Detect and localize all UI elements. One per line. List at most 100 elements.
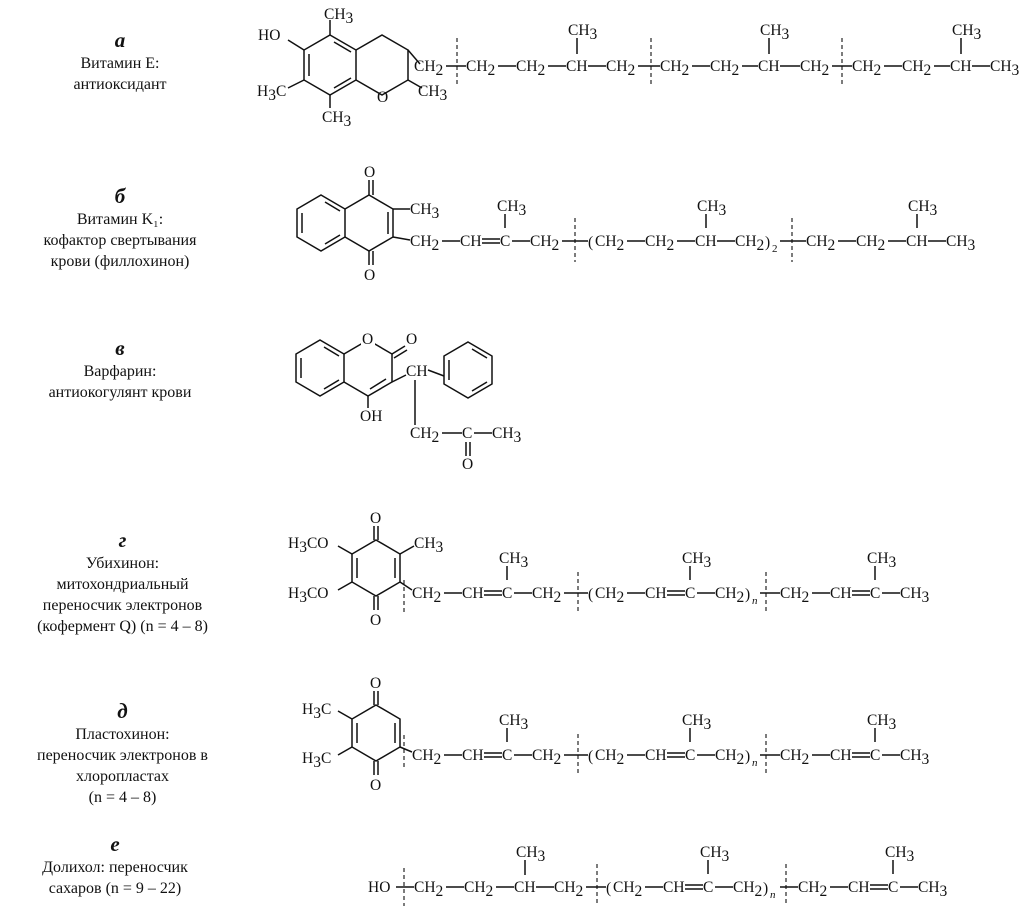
chem-label: O bbox=[370, 612, 381, 629]
chem-label: CH3 bbox=[900, 585, 930, 606]
bond bbox=[399, 581, 413, 591]
chem-label: CH2 bbox=[733, 879, 762, 900]
label-line: Витамин K₁: bbox=[76, 211, 164, 228]
chem-label: CH3 bbox=[867, 712, 897, 733]
chem-label: CH bbox=[695, 233, 717, 250]
chem-label: CH2 bbox=[856, 233, 885, 254]
chem-label: CH2 bbox=[806, 233, 835, 254]
chem-label: CH3 bbox=[682, 550, 712, 571]
chem-label: CH2 bbox=[715, 747, 744, 768]
structure-vitamin-k1: O O CH3 CH2 CH C CH3 CH2 ( CH2 CH2 CH CH… bbox=[296, 164, 976, 284]
chem-label: CH2 bbox=[660, 58, 689, 79]
structure-vitamin-e: CH3 HO H3C CH3 O CH3 CH2 CH2 CH2 CH CH3 … bbox=[257, 6, 1020, 130]
chem-label: CH3 bbox=[322, 109, 352, 130]
bond-ring bbox=[343, 339, 393, 397]
label-line: переносчик электронов в bbox=[37, 747, 208, 764]
chem-label: CH2 bbox=[516, 58, 545, 79]
chem-label: O bbox=[370, 777, 381, 794]
chem-label: CH bbox=[460, 233, 482, 250]
label-letter: а bbox=[114, 28, 126, 52]
label-line: митохондриальный bbox=[56, 576, 189, 593]
chem-label: CH3 bbox=[497, 198, 527, 219]
bond-double bbox=[333, 77, 352, 89]
label-ubiquinone: г Убихинон: митохондриальный переносчик … bbox=[10, 530, 235, 637]
label-line: Витамин E: bbox=[80, 55, 160, 72]
chem-label: O bbox=[364, 267, 375, 284]
label-line: антиоксидант bbox=[73, 76, 167, 93]
chem-label: CH bbox=[950, 58, 972, 75]
chem-label: CH3 bbox=[410, 201, 440, 222]
bond-double bbox=[471, 381, 488, 392]
label-line: крови (филлохинон) bbox=[50, 253, 190, 270]
bond bbox=[337, 710, 353, 720]
bond-double bbox=[323, 379, 340, 390]
chem-label: CH2 bbox=[852, 58, 881, 79]
chem-label: ) bbox=[765, 234, 770, 251]
label-line: Долихол: переносчик bbox=[42, 859, 188, 876]
chem-label: ( bbox=[588, 234, 593, 251]
chem-label: 2 bbox=[772, 243, 778, 255]
chem-label: CH3 bbox=[900, 747, 930, 768]
chem-label: CH bbox=[830, 747, 852, 764]
chem-label: CH2 bbox=[595, 233, 624, 254]
label-plastoquinone: д Пластохинон: переносчик электронов в х… bbox=[10, 701, 235, 808]
label-line: Убихинон: bbox=[85, 555, 160, 572]
chem-label: CH2 bbox=[800, 58, 829, 79]
chem-label: CH bbox=[462, 585, 484, 602]
label-warfarin: в Варфарин: антиокогулянт крови bbox=[20, 338, 220, 403]
chem-label: CH bbox=[406, 363, 428, 380]
chem-label: C bbox=[888, 879, 898, 896]
bond-double bbox=[333, 41, 352, 53]
chem-label: CH3 bbox=[908, 198, 938, 219]
chem-label: CH bbox=[663, 879, 685, 896]
chem-label: H3CO bbox=[288, 585, 329, 606]
bond bbox=[393, 349, 408, 359]
bond bbox=[337, 581, 353, 591]
chem-label: C bbox=[870, 747, 880, 764]
chem-label: CH2 bbox=[595, 747, 624, 768]
chem-label: CH bbox=[645, 747, 667, 764]
bond-double bbox=[323, 346, 340, 357]
chem-label: ( bbox=[588, 586, 593, 603]
chem-label: CH bbox=[645, 585, 667, 602]
chem-label: CH bbox=[906, 233, 928, 250]
label-line: кофактор свертывания bbox=[43, 232, 197, 249]
chem-label: C bbox=[502, 747, 512, 764]
label-letter: г bbox=[118, 528, 127, 552]
chem-label: C bbox=[685, 585, 695, 602]
bond bbox=[337, 545, 353, 555]
label-dolichol: е Долихол: переносчик сахаров (n = 9 – 2… bbox=[10, 834, 220, 899]
label-line: (кофермент Q) (n = 4 – 8) bbox=[37, 618, 208, 635]
bond-ring bbox=[351, 704, 401, 762]
structure-dolichol: HO CH2 CH2 CH CH3 CH2 ( CH2 CH C CH3 CH2… bbox=[368, 844, 948, 906]
chem-label: CH3 bbox=[414, 535, 444, 556]
label-line: Пластохинон: bbox=[75, 726, 170, 743]
chem-label: O bbox=[406, 331, 417, 348]
chem-label: H3C bbox=[257, 83, 286, 104]
label-line: хлоропластах bbox=[75, 768, 170, 785]
bond-ring bbox=[443, 341, 493, 399]
bond bbox=[399, 545, 415, 555]
bond bbox=[407, 79, 423, 89]
structure-plastoquinone: O O H3C H3C CH2 CH C CH3 CH2 ( CH2 CH C … bbox=[302, 675, 930, 794]
bond bbox=[287, 79, 305, 89]
chem-label: CH3 bbox=[700, 844, 730, 865]
chem-label: C bbox=[685, 747, 695, 764]
chem-label: CH2 bbox=[798, 879, 827, 900]
bond bbox=[337, 746, 353, 756]
chem-label: O bbox=[377, 89, 388, 106]
chem-label: CH3 bbox=[492, 425, 522, 446]
chem-label: CH2 bbox=[780, 585, 809, 606]
chem-label: O bbox=[462, 456, 473, 473]
chem-label: CH bbox=[848, 879, 870, 896]
label-line: переносчик электронов bbox=[42, 597, 203, 614]
chem-label: CH3 bbox=[697, 198, 727, 219]
chem-label: CH2 bbox=[530, 233, 559, 254]
label-line: Варфарин: bbox=[83, 363, 157, 380]
chem-label: CH2 bbox=[532, 585, 561, 606]
chem-label: CH2 bbox=[595, 585, 624, 606]
bond-double bbox=[324, 201, 341, 212]
structure-ubiquinone: O O H3CO H3CO CH3 CH2 CH C CH3 CH2 ( CH2… bbox=[288, 510, 930, 629]
bond-ring bbox=[295, 339, 345, 397]
